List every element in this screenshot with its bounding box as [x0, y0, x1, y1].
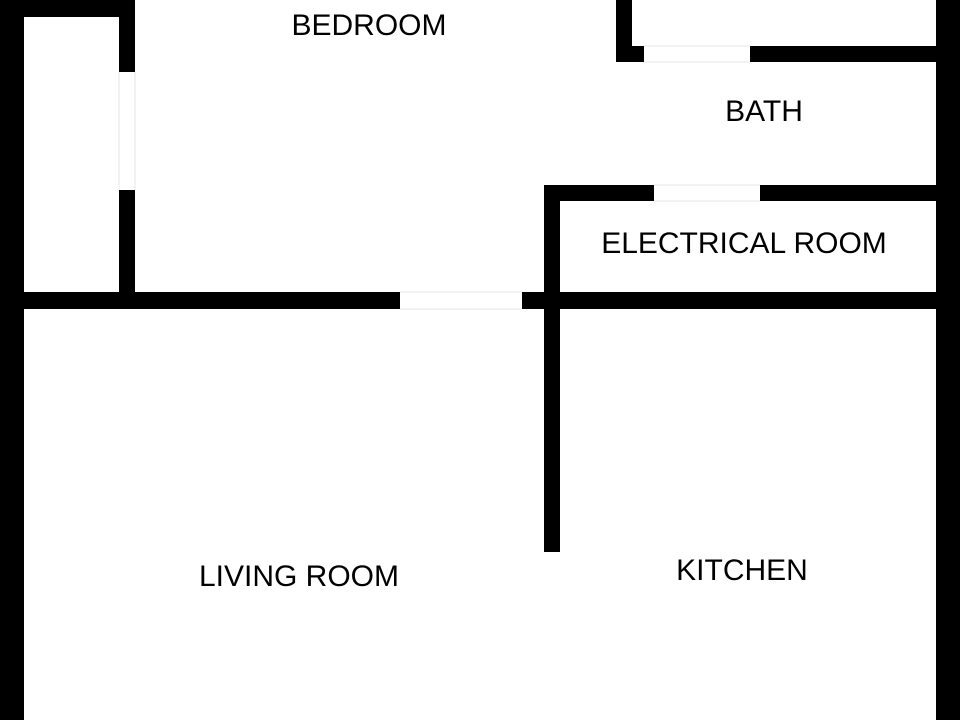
room-label-electrical-room: ELECTRICAL ROOM: [601, 227, 887, 260]
wall-kitchen-divider: [544, 292, 560, 552]
room-label-kitchen: KITCHEN: [676, 554, 808, 587]
wall-closet-divider-upper: [119, 0, 135, 72]
openings: [118, 45, 760, 310]
wall-main-horizontal-right: [522, 292, 960, 309]
wall-right-outer: [936, 0, 960, 720]
wall-electrical-top-right: [760, 185, 960, 201]
wall-closet-divider-lower: [119, 190, 135, 298]
wall-bath-top-right: [750, 46, 960, 62]
wall-left-outer: [0, 0, 24, 720]
wall-bath-top-left: [616, 46, 644, 62]
wall-closet-top: [0, 0, 135, 17]
room-label-bath: BATH: [725, 95, 803, 128]
wall-electrical-top-left: [544, 185, 654, 201]
room-labels: BEDROOM BATH ELECTRICAL ROOM LIVING ROOM…: [199, 9, 887, 593]
room-label-living-room: LIVING ROOM: [199, 560, 399, 593]
wall-electrical-left: [544, 185, 560, 293]
wall-main-horizontal-left: [0, 292, 400, 309]
room-label-bedroom: BEDROOM: [291, 9, 446, 42]
